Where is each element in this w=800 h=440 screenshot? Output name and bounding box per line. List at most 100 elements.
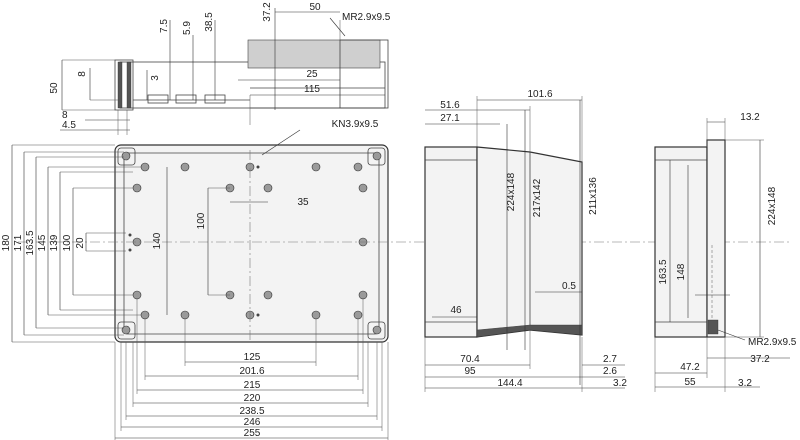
corner-pocket-br (367, 321, 386, 340)
small-hole (256, 165, 260, 169)
top-view: 50 8 3 7.5 5.9 38.5 37.2 50 MR2.9x9.5 25… (49, 2, 391, 135)
dim-label: 50 (49, 82, 60, 94)
dim-label: 37.2 (262, 2, 273, 22)
dim-label: 70.4 (460, 354, 480, 365)
dim-label: 38.5 (204, 12, 215, 32)
corner-screw-icon (121, 325, 131, 335)
dim-label: 211x136 (588, 177, 599, 215)
dim-label: 101.6 (527, 89, 552, 100)
front-view: 140 100 35 KN3.9x9.5 180 171 163.5 145 1… (1, 119, 790, 440)
small-hole (128, 233, 132, 237)
mounting-hole (132, 183, 142, 193)
top-view-boss-1 (147, 94, 169, 104)
corner-pocket-tl (117, 147, 136, 166)
leader-mr (329, 17, 346, 37)
dim-label: 25 (306, 69, 318, 80)
dim-label: 224x148 (767, 186, 778, 225)
mounting-hole (263, 183, 273, 193)
small-hole (128, 248, 132, 252)
mounting-hole (311, 162, 321, 172)
mr-callout: MR2.9x9.5 (342, 12, 391, 23)
dim-label: 4.5 (62, 120, 76, 131)
dim-label: 95 (464, 366, 476, 377)
corner-pockets (117, 147, 386, 340)
top-view-boss-2 (175, 94, 197, 104)
dim-label: 115 (304, 84, 320, 95)
top-view-wall-section (117, 61, 123, 109)
mounting-hole (358, 290, 368, 300)
top-view-wall (114, 59, 134, 111)
corner-screw-icon (372, 325, 382, 335)
end-view: 13.2 224x148 163.5 148 MR2.9x9.5 47.2 37… (654, 112, 797, 392)
dim-label: 180 (1, 234, 12, 251)
top-view-body-outline (119, 61, 386, 109)
dim-label: 163.5 (658, 259, 669, 284)
dim-label: 139 (49, 234, 60, 251)
dim-label: 37.2 (750, 354, 770, 365)
corner-pocket-bl (117, 321, 136, 340)
dim-label: 47.2 (680, 362, 700, 373)
dim-label: 238.5 (239, 406, 264, 417)
dim-label: 3.2 (738, 378, 752, 389)
mounting-hole (311, 310, 321, 320)
top-view-lid-section (247, 39, 381, 69)
mr-callout-end: MR2.9x9.5 (748, 337, 797, 348)
mounting-hole (140, 310, 150, 320)
dim-label: 246 (244, 417, 261, 428)
dim-label: 215 (244, 380, 261, 391)
dim-label: 55 (684, 377, 696, 388)
mounting-hole (132, 290, 142, 300)
dim-label: 13.2 (740, 112, 760, 123)
corner-screw-icon (372, 151, 382, 161)
end-view-screw-pocket (707, 319, 719, 335)
dim-label: 255 (244, 428, 261, 439)
top-view-wall-section-2 (126, 61, 132, 109)
corner-screw-icon (121, 151, 131, 161)
dim-label: 3.2 (613, 378, 627, 389)
dim-label: 8 (62, 110, 68, 121)
mounting-hole (140, 162, 150, 172)
mounting-holes (128, 162, 368, 320)
dim-label: 35 (297, 197, 309, 208)
dim-label: 140 (152, 232, 163, 249)
side-view-lid (424, 146, 478, 338)
leader-mr-end (717, 329, 746, 341)
dim-label: 125 (244, 352, 261, 363)
corner-pocket-tr (367, 147, 386, 166)
kn-callout: KN3.9x9.5 (332, 119, 379, 130)
mounting-hole (180, 162, 190, 172)
dim-label: 171 (13, 234, 24, 251)
dim-label: 2.6 (603, 366, 617, 377)
mounting-hole (180, 310, 190, 320)
dim-label: 0.5 (562, 281, 576, 292)
front-view-outer-body (114, 144, 389, 343)
side-view: 101.6 51.6 27.1 224x148 217x142 211x136 … (424, 89, 627, 392)
small-hole (256, 313, 260, 317)
dim-label: 20 (75, 237, 86, 249)
front-view-inner-rim (123, 152, 380, 335)
leader-kn (261, 129, 301, 156)
mounting-hole (353, 310, 363, 320)
dim-label: 224x148 (506, 172, 517, 211)
dim-label: 5.9 (182, 21, 193, 35)
dim-label: 144.4 (497, 378, 522, 389)
dim-label: 201.6 (239, 366, 264, 377)
dim-label: 8 (77, 71, 88, 77)
dim-label: 46 (450, 305, 462, 316)
dim-label: 163.5 (25, 230, 36, 255)
dim-label: 100 (196, 212, 207, 229)
dim-label: 2.7 (603, 354, 617, 365)
end-view-base (706, 139, 726, 338)
dim-label: 145 (37, 234, 48, 251)
dim-label: 7.5 (159, 19, 170, 33)
dim-label: 50 (309, 2, 321, 13)
mounting-hole (353, 162, 363, 172)
dim-label: 148 (676, 263, 687, 280)
dim-label: 217x142 (532, 178, 543, 217)
dim-label: 220 (244, 393, 261, 404)
mounting-hole (358, 183, 368, 193)
end-view-lid (654, 146, 708, 338)
dim-label: 27.1 (440, 113, 460, 124)
dim-label: 100 (62, 234, 73, 251)
side-view-base-lip (476, 324, 583, 338)
